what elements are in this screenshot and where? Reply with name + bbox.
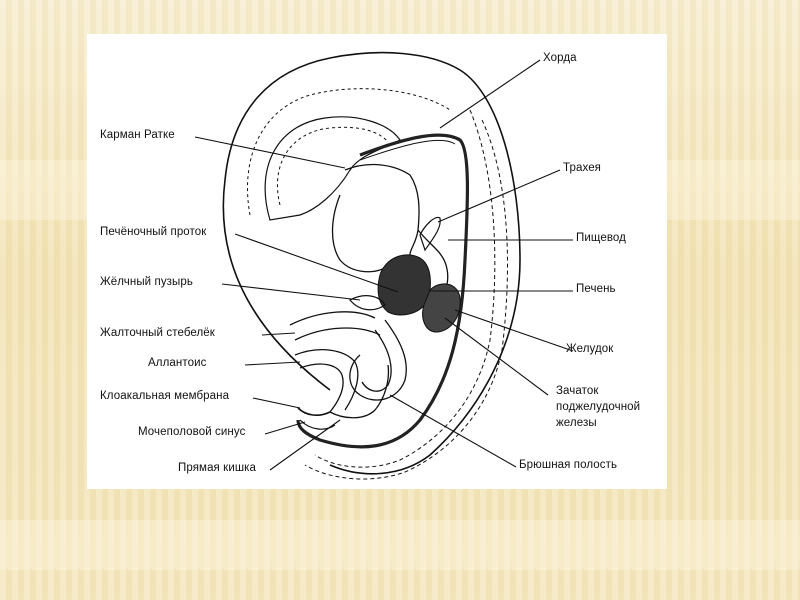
body-wall-dashed [314, 109, 496, 468]
neural-tube [359, 139, 456, 161]
label-pishchevod: Пищевод [576, 232, 626, 244]
midgut [361, 329, 392, 392]
label-zachatok-line3: железы [556, 417, 597, 429]
diagram-panel [87, 34, 667, 489]
label-kloakalnaya-membrana: Клоакальная мембрана [100, 390, 230, 402]
body-wall-dashed [304, 119, 508, 480]
trachea-bud [419, 216, 441, 252]
label-zachatok-line2: поджелудочной [556, 401, 641, 413]
pointer-pryamaya-kishka [269, 419, 341, 471]
embryo-outline [222, 51, 521, 475]
pointer-zachatok [444, 317, 549, 396]
label-traheya: Трахея [563, 162, 602, 174]
brain-outline [264, 116, 401, 221]
gallbladder [349, 295, 386, 311]
pointer-zheltochny-stebelek [261, 332, 296, 336]
pharynx [344, 163, 420, 261]
ectoderm-dotted-line [247, 88, 451, 216]
label-zheludok: Желудок [566, 343, 614, 355]
pointer-mochepolovoy-sinus [264, 421, 306, 435]
label-karman-ratke: Карман Ратке [100, 129, 175, 141]
label-zheltochny-stebelek: Жалточный стебелёк [100, 327, 215, 339]
midgut [349, 319, 407, 401]
yolk-stalk [289, 311, 376, 326]
label-horda: Хорда [543, 52, 577, 64]
pointer-zheludok [454, 309, 574, 352]
label-zhelchny-puzyr: Жёлчный пузырь [100, 276, 194, 288]
cloacal-membrane [297, 407, 331, 417]
rectum [329, 364, 390, 419]
pharynx [331, 194, 386, 273]
pointer-pechenochny-protok [234, 233, 399, 293]
background-band [0, 520, 800, 570]
allantois [294, 349, 359, 411]
pointer-zhelchny-puzyr [221, 283, 361, 301]
brain-dotted [276, 126, 389, 206]
label-pryamaya-kishka: Прямая кишка [178, 462, 257, 474]
pointer-bryushnaya-polost [389, 394, 517, 468]
pointer-horda [439, 59, 541, 129]
liver [377, 254, 431, 316]
label-pechen: Печень [576, 283, 616, 295]
yolk-stalk [294, 327, 381, 341]
pointer-traheya [437, 169, 561, 223]
pointer-karman-ratke [194, 136, 346, 169]
allantois [299, 363, 344, 413]
pointer-kloakalnaya-membrana [252, 397, 301, 409]
label-zachatok-line1: Зачаток [556, 385, 599, 397]
label-bryushnaya-polost: Брюшная полость [519, 459, 618, 471]
label-pechenochny-protok: Печёночный проток [100, 226, 207, 238]
label-allantois: Аллантоис [148, 357, 207, 369]
stomach [422, 283, 461, 333]
label-mochepolovoy-sinus: Мочеполовой синус [138, 426, 246, 438]
pointer-allantois [244, 361, 301, 366]
